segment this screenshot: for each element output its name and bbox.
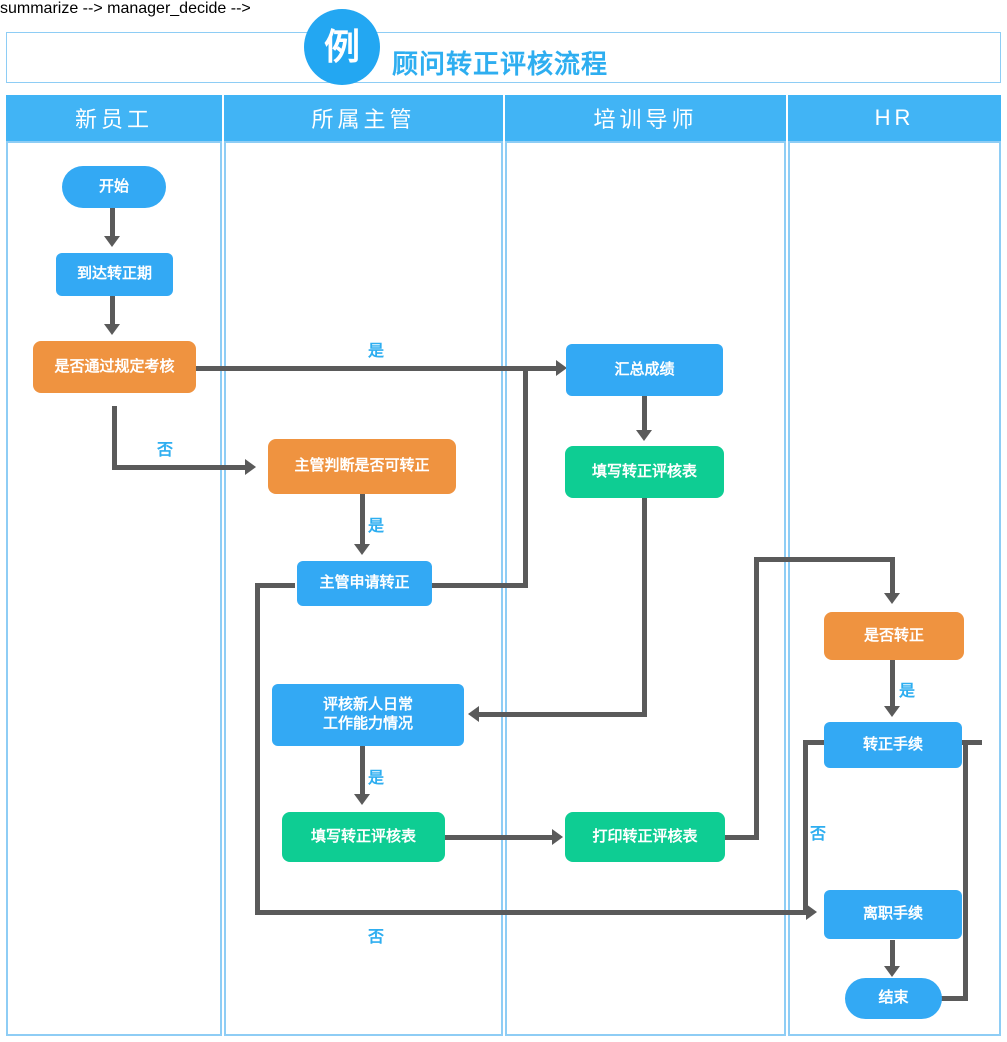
connector-mentorfill-to-review-h [479,712,647,717]
edge-label-yes-to-summarize: 是 [368,343,385,360]
arrowhead-review-to-fill [354,794,370,805]
connector-mentorfill-to-review-v [642,498,647,717]
connector-assess-no-horizontal [112,465,249,470]
connector-apply-to-yesline-h [432,583,528,588]
lane-label-hr: HR [874,105,915,130]
node-label-fill-form-mentor: 填写转正评核表 [591,462,697,480]
arrowhead-mgrfill-to-print [552,829,563,845]
node-label-reach-period: 到达转正期 [76,265,152,283]
node-label-summarize: 汇总成绩 [614,360,675,378]
connector-print-to-confirm-h1 [725,835,759,840]
edge-label-yes-to-fill: 是 [368,770,385,787]
node-reach-period[interactable]: 到达转正期 [56,253,173,296]
node-start[interactable]: 开始 [62,166,166,208]
lane-label-training-mentor: 培训导师 [593,107,698,132]
lane-header-new-employee: 新员工 [6,95,222,141]
connector-apply-no-v [255,583,260,913]
node-regular-procedure[interactable]: 转正手续 [824,722,962,768]
header-bar [6,32,1001,83]
arrowhead-confirm-to-regular [884,706,900,717]
arrowhead-start-to-reach [104,236,120,247]
edge-label-yes-to-apply: 是 [368,518,385,535]
connector-confirm-to-regular [890,660,895,708]
arrowhead-assess-yes [556,360,567,376]
lane-header-direct-manager: 所属主管 [224,95,503,141]
node-print-form[interactable]: 打印转正评核表 [565,812,725,862]
lane-label-new-employee: 新员工 [74,107,153,132]
arrowhead-reach-to-assess [104,324,120,335]
connector-resign-to-end [890,940,895,968]
node-label-print-form: 打印转正评核表 [592,827,698,845]
node-label-confirm-regular: 是否转正 [863,626,924,644]
arrowhead-mentorfill-to-review [468,706,479,722]
connector-print-to-confirm-h2 [754,557,895,562]
node-pass-assessment[interactable]: 是否通过规定考核 [33,341,196,393]
connector-apply-to-yesline-v [523,368,528,588]
node-manager-apply[interactable]: 主管申请转正 [297,561,432,606]
node-label-regular-procedure: 转正手续 [862,735,923,753]
connector-assess-no-vertical [112,406,117,470]
node-label-review-daily-line1: 评核新人日常 [322,696,413,714]
connector-print-to-confirm-v2 [890,557,895,595]
lane-header-hr: HR [788,95,1001,141]
edge-label-no-to-manager: 否 [157,442,174,459]
edge-label-yes-to-regular: 是 [899,683,916,700]
node-fill-form-manager[interactable]: 填写转正评核表 [282,812,445,862]
arrowhead-resign-to-end [884,966,900,977]
node-label-manager-apply: 主管申请转正 [319,574,410,592]
connector-regular-no-h [803,740,830,745]
connector-regular-to-end-v [963,740,968,1000]
node-manager-decide[interactable]: 主管判断是否可转正 [268,439,456,494]
node-label-review-daily-line2: 工作能力情况 [322,715,413,732]
connector-start-to-reach [110,208,115,238]
node-summarize[interactable]: 汇总成绩 [566,344,723,396]
arrowhead-apply-no-to-resign [806,904,817,920]
node-label-start: 开始 [98,177,129,195]
connector-summarize-to-fill [642,396,647,432]
node-label-manager-decide: 主管判断是否可转正 [294,457,430,475]
connector-print-to-confirm-v1 [754,557,759,840]
edge-label-no-to-resign-mgr: 否 [368,929,385,946]
example-badge-icon: 例 [304,9,380,85]
connector-reach-to-assess [110,296,115,326]
connector-decide-to-apply [360,494,365,546]
arrowhead-print-to-confirm [884,593,900,604]
connector-review-to-fill [360,746,365,796]
node-label-resign-procedure: 离职手续 [862,905,923,923]
node-end[interactable]: 结束 [845,978,942,1019]
node-confirm-regular[interactable]: 是否转正 [824,612,964,660]
node-label-end: 结束 [878,989,909,1007]
connector-apply-no-h1 [255,583,295,588]
node-label-fill-form-manager: 填写转正评核表 [310,827,416,845]
connector-regular-to-end-h2 [940,996,968,1001]
arrowhead-summarize-to-fill [636,430,652,441]
node-fill-form-mentor[interactable]: 填写转正评核表 [565,446,724,498]
lane-header-training-mentor: 培训导师 [505,95,786,141]
node-resign-procedure[interactable]: 离职手续 [824,890,962,939]
node-review-daily[interactable]: 评核新人日常 工作能力情况 [272,684,464,746]
page-title: 顾问转正评核流程 [392,49,609,79]
node-label-pass-assessment: 是否通过规定考核 [54,357,175,375]
connector-apply-no-h2 [255,910,808,915]
connector-regular-to-end-h1 [960,740,982,745]
edge-label-no-to-resign-hr: 否 [810,826,827,843]
arrowhead-decide-to-apply [354,544,370,555]
arrowhead-assess-no [245,459,256,475]
lane-label-direct-manager: 所属主管 [311,107,416,132]
connector-mgrfill-to-print [445,835,557,840]
connector-regular-no-v [803,740,808,913]
connector-assess-yes-horizontal [196,366,562,371]
